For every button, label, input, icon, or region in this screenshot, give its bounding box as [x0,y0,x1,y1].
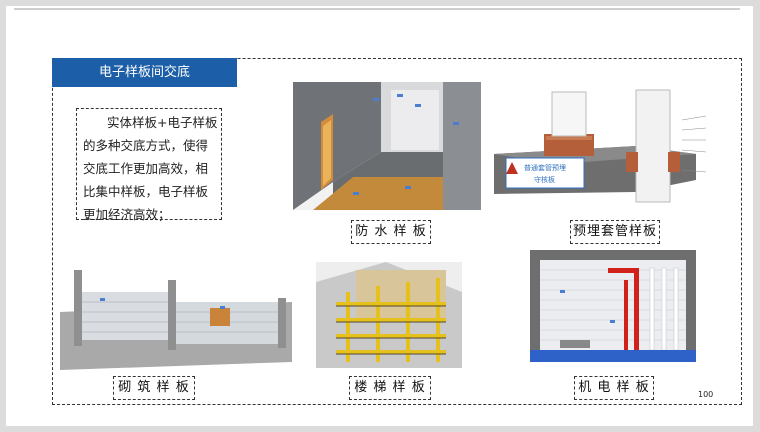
mep-caption: 机 电 样 板 [574,376,654,400]
mep-sample-image [530,250,696,362]
waterproof-caption: 防 水 样 板 [351,220,431,244]
casing-sample-image: 普通套管预埋 守核板 [486,82,726,210]
svg-text:普通套管预埋: 普通套管预埋 [524,163,566,172]
casing-caption: 预埋套管样板 [570,220,660,244]
stairs-sample-image [316,262,462,368]
stairs-caption: 楼 梯 样 板 [349,376,431,400]
svg-text:守核板: 守核板 [534,175,555,184]
content-frame [52,58,742,405]
section-title: 电子样板间交底 [52,58,237,87]
waterproof-sample-image [293,82,481,210]
masonry-sample-image [60,262,292,370]
top-divider [14,8,740,10]
page-number: 100 [698,390,714,399]
masonry-caption: 砌 筑 样 板 [113,376,195,400]
description-text: 实体样板+电子样板的多种交底方式，使得交底工作更加高效，相比集中样板，电子样板更… [76,108,222,222]
